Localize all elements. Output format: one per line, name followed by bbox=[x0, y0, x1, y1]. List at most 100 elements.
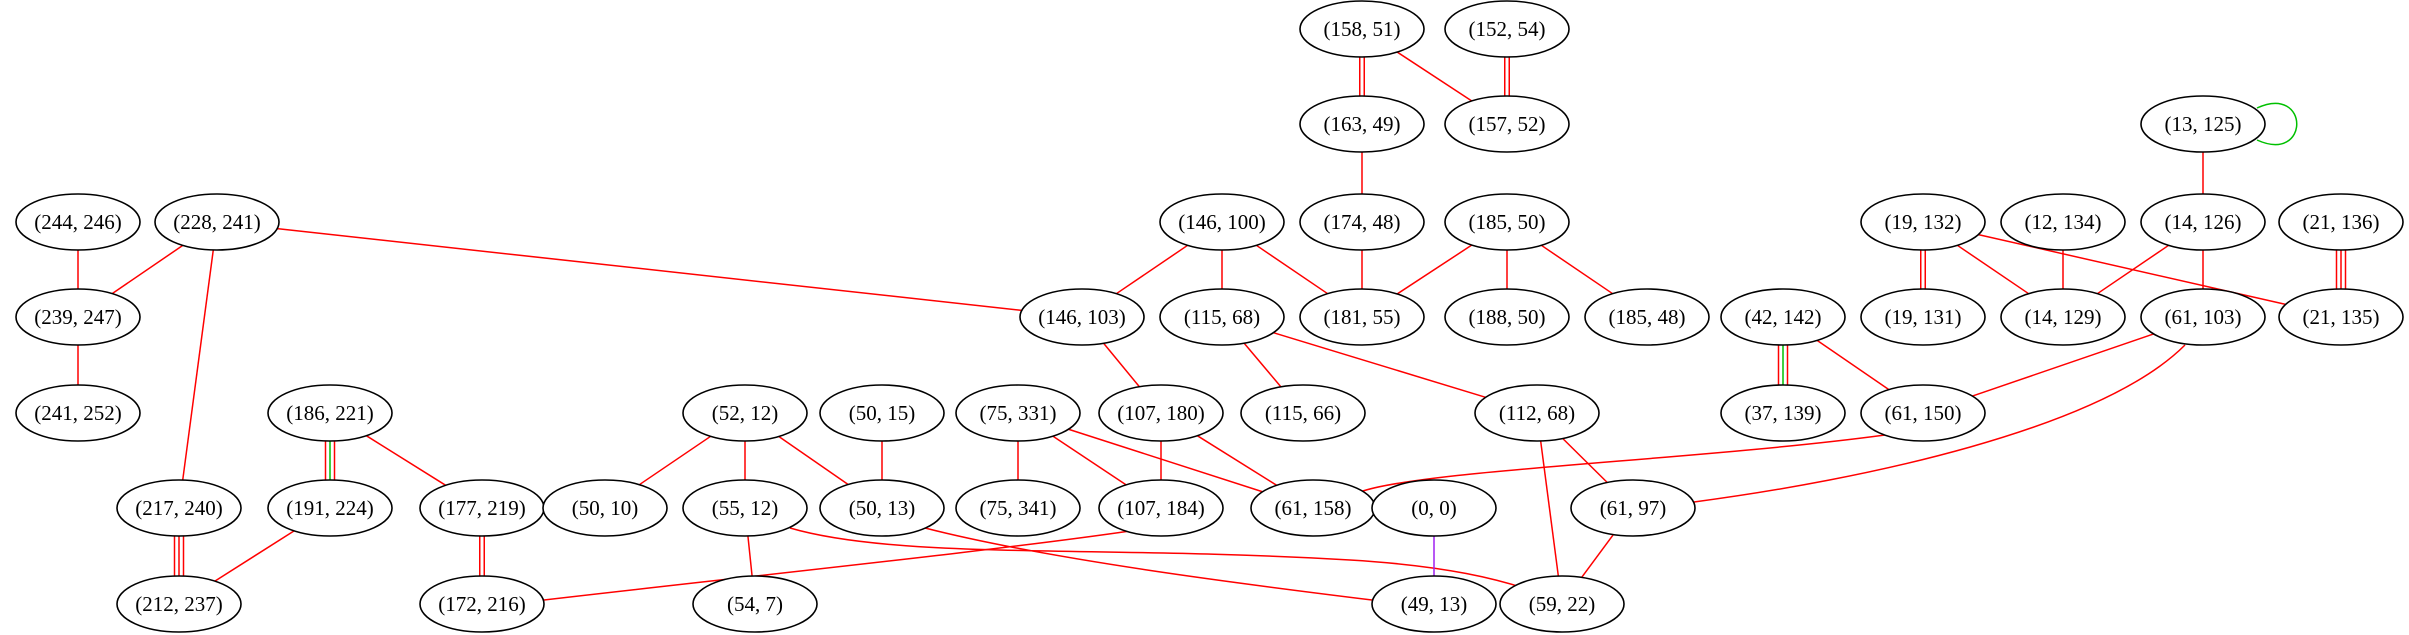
graph-node: (115, 66) bbox=[1240, 384, 1366, 442]
node-ellipse bbox=[819, 479, 945, 537]
edge-n107_184-n172_216 bbox=[543, 530, 1131, 601]
node-label: (107, 180) bbox=[1117, 401, 1205, 425]
node-ellipse bbox=[1240, 384, 1366, 442]
node-label: (212, 237) bbox=[135, 592, 223, 616]
graph-node: (12, 134) bbox=[2000, 193, 2126, 251]
node-label: (59, 22) bbox=[1529, 592, 1596, 616]
graph-node: (61, 158) bbox=[1250, 479, 1376, 537]
node-ellipse bbox=[1299, 95, 1425, 153]
node-ellipse bbox=[1474, 384, 1600, 442]
edge-n186_221-n177_219 bbox=[365, 435, 447, 486]
node-label: (0, 0) bbox=[1411, 496, 1457, 520]
node-label: (191, 224) bbox=[286, 496, 374, 520]
node-label: (49, 13) bbox=[1401, 592, 1468, 616]
graph-node: (61, 150) bbox=[1860, 384, 1986, 442]
graph-node: (75, 341) bbox=[955, 479, 1081, 537]
graph-node: (146, 100) bbox=[1159, 193, 1285, 251]
edge-n75_331-n107_184 bbox=[1052, 435, 1127, 486]
node-ellipse bbox=[1371, 479, 1497, 537]
graph-node: (163, 49) bbox=[1299, 95, 1425, 153]
graph-node: (158, 51) bbox=[1299, 0, 1425, 58]
node-label: (42, 142) bbox=[1745, 305, 1822, 329]
node-label: (14, 129) bbox=[2025, 305, 2102, 329]
node-ellipse bbox=[2000, 288, 2126, 346]
edge-n42_142-n61_150 bbox=[1816, 339, 1890, 391]
node-label: (107, 184) bbox=[1117, 496, 1205, 520]
node-ellipse bbox=[1444, 95, 1570, 153]
edge-n146_100-n181_55 bbox=[1255, 244, 1329, 295]
graph-node: (112, 68) bbox=[1474, 384, 1600, 442]
node-label: (115, 68) bbox=[1184, 305, 1260, 329]
node-ellipse bbox=[1159, 193, 1285, 251]
graph-node: (13, 125) bbox=[2140, 95, 2266, 153]
node-ellipse bbox=[1860, 384, 1986, 442]
node-ellipse bbox=[1444, 288, 1570, 346]
node-ellipse bbox=[542, 479, 668, 537]
node-label: (50, 13) bbox=[849, 496, 916, 520]
node-ellipse bbox=[2140, 288, 2266, 346]
graph-node: (186, 221) bbox=[267, 384, 393, 442]
node-ellipse bbox=[1860, 193, 1986, 251]
node-label: (241, 252) bbox=[34, 401, 122, 425]
node-ellipse bbox=[419, 575, 545, 633]
graph-node: (21, 136) bbox=[2278, 193, 2404, 251]
edge-n75_331-n61_158 bbox=[1068, 428, 1263, 493]
graph-node: (55, 12) bbox=[682, 479, 808, 537]
node-ellipse bbox=[2140, 193, 2266, 251]
node-ellipse bbox=[116, 575, 242, 633]
node-label: (75, 341) bbox=[980, 496, 1057, 520]
node-ellipse bbox=[955, 479, 1081, 537]
graph-node: (19, 132) bbox=[1860, 193, 1986, 251]
node-label: (19, 132) bbox=[1885, 210, 1962, 234]
node-label: (21, 135) bbox=[2303, 305, 2380, 329]
node-ellipse bbox=[819, 384, 945, 442]
node-ellipse bbox=[1299, 193, 1425, 251]
edge-n61_150-n61_158 bbox=[1359, 434, 1886, 493]
graph-node: (14, 129) bbox=[2000, 288, 2126, 346]
node-label: (19, 131) bbox=[1885, 305, 1962, 329]
node-ellipse bbox=[1444, 193, 1570, 251]
node-ellipse bbox=[2140, 95, 2266, 153]
node-ellipse bbox=[15, 288, 141, 346]
graph-node: (152, 54) bbox=[1444, 0, 1570, 58]
graph-node: (52, 12) bbox=[682, 384, 808, 442]
node-label: (54, 7) bbox=[727, 592, 783, 616]
node-ellipse bbox=[1499, 575, 1625, 633]
graph-node: (75, 331) bbox=[955, 384, 1081, 442]
node-label: (52, 12) bbox=[712, 401, 779, 425]
edge-n50_13-n49_13 bbox=[924, 527, 1373, 601]
node-ellipse bbox=[1371, 575, 1497, 633]
edge-n228_241-n146_103 bbox=[277, 227, 1022, 312]
node-label: (61, 158) bbox=[1275, 496, 1352, 520]
node-ellipse bbox=[2000, 193, 2126, 251]
node-ellipse bbox=[1860, 288, 1986, 346]
node-ellipse bbox=[1444, 0, 1570, 58]
node-label: (181, 55) bbox=[1324, 305, 1401, 329]
graph-node: (146, 103) bbox=[1019, 288, 1145, 346]
node-ellipse bbox=[267, 384, 393, 442]
graph-node: (212, 237) bbox=[116, 575, 242, 633]
node-ellipse bbox=[1299, 0, 1425, 58]
graph-node: (37, 139) bbox=[1720, 384, 1846, 442]
node-label: (75, 331) bbox=[980, 401, 1057, 425]
node-label: (146, 100) bbox=[1178, 210, 1266, 234]
edge-n185_50-n185_48 bbox=[1540, 244, 1614, 295]
node-label: (239, 247) bbox=[34, 305, 122, 329]
node-label: (186, 221) bbox=[286, 401, 374, 425]
graph-node: (191, 224) bbox=[267, 479, 393, 537]
graph-node: (172, 216) bbox=[419, 575, 545, 633]
node-label: (152, 54) bbox=[1469, 17, 1546, 41]
graph-node: (185, 50) bbox=[1444, 193, 1570, 251]
node-label: (146, 103) bbox=[1038, 305, 1126, 329]
edge-n14_126-n14_129 bbox=[2096, 244, 2170, 295]
node-label: (163, 49) bbox=[1324, 112, 1401, 136]
node-ellipse bbox=[682, 384, 808, 442]
node-label: (158, 51) bbox=[1324, 17, 1401, 41]
node-ellipse bbox=[1299, 288, 1425, 346]
edge-n52_12-n50_10 bbox=[638, 435, 712, 486]
edge-n185_50-n181_55 bbox=[1396, 244, 1473, 295]
node-ellipse bbox=[1720, 288, 1846, 346]
edge-n107_180-n61_158 bbox=[1196, 435, 1278, 486]
edge-n112_68-n61_97 bbox=[1562, 437, 1608, 484]
graph-node: (188, 50) bbox=[1444, 288, 1570, 346]
